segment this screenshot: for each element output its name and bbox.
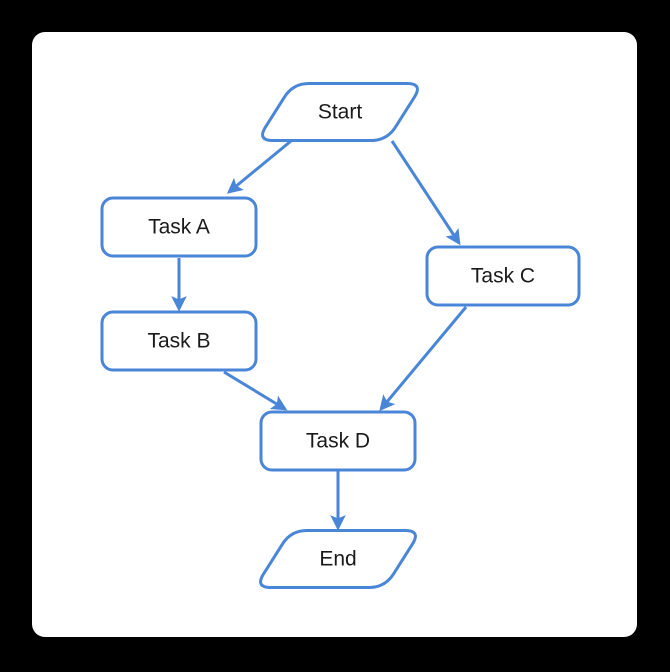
node-label-task_b: Task B xyxy=(147,330,210,353)
edges-layer xyxy=(171,139,468,531)
node-end[interactable]: End xyxy=(259,529,417,589)
node-shape-task_a xyxy=(100,196,258,258)
node-label-task_a: Task A xyxy=(148,216,210,239)
node-task_c[interactable]: Task C xyxy=(425,245,581,307)
edge-task_c-task_d xyxy=(379,306,468,412)
node-task_a[interactable]: Task A xyxy=(100,196,258,258)
node-shape-task_d xyxy=(259,410,417,472)
node-shape-end xyxy=(259,529,417,589)
node-shape-task_c xyxy=(425,245,581,307)
node-label-task_d: Task D xyxy=(306,430,370,453)
node-label-end: End xyxy=(319,548,356,571)
edge-task_b-task_d xyxy=(223,370,288,411)
node-task_d[interactable]: Task D xyxy=(259,410,417,472)
node-shape-task_b xyxy=(100,310,258,372)
node-start[interactable]: Start xyxy=(261,82,419,142)
node-shape-start xyxy=(261,82,419,142)
edge-start-task_a xyxy=(226,139,292,194)
node-label-start: Start xyxy=(318,101,363,124)
node-task_b[interactable]: Task B xyxy=(100,310,258,372)
node-label-task_c: Task C xyxy=(471,265,535,288)
edge-start-task_c xyxy=(390,140,461,246)
